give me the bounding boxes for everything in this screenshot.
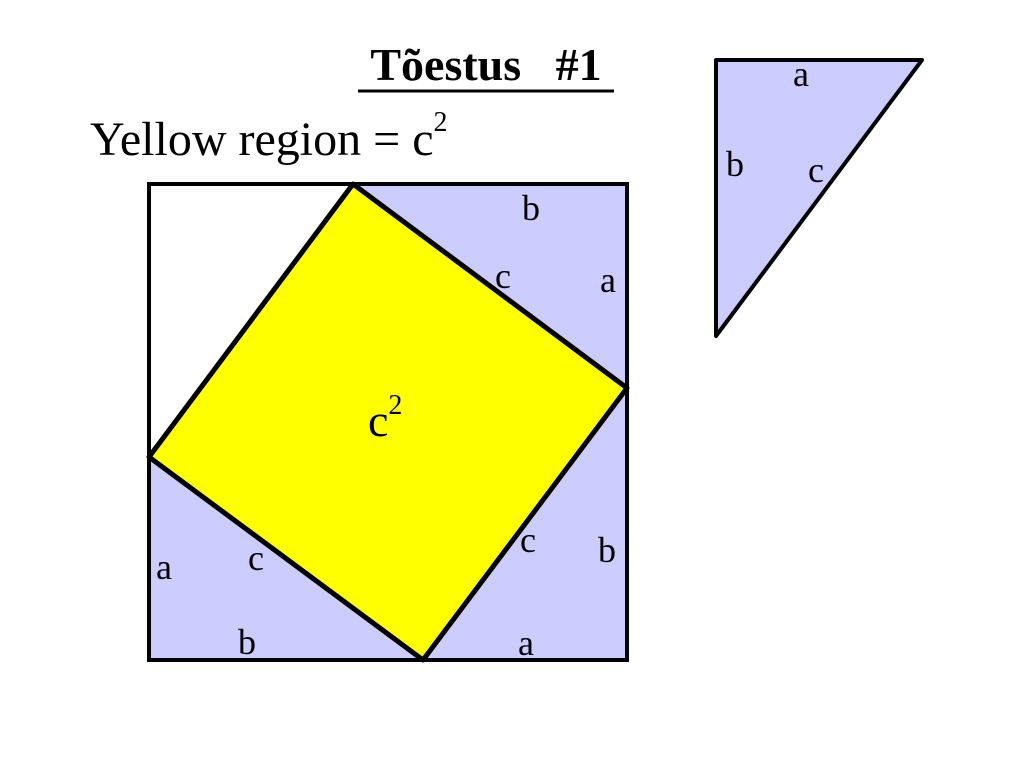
slide-title: Tõestus #1 <box>370 39 601 90</box>
ref-label-left: b <box>726 144 744 184</box>
center-label-base: c <box>368 395 388 446</box>
caption-text: Yellow region = c <box>90 113 434 166</box>
br-label-bottom: a <box>518 623 534 663</box>
bl-label-left: a <box>156 547 172 587</box>
bl-label-bottom: b <box>238 622 256 662</box>
tr-label-top: b <box>522 188 540 228</box>
tr-label-right: a <box>600 260 616 300</box>
caption: Yellow region = c2 <box>90 107 448 166</box>
bl-label-hyp: c <box>248 538 264 578</box>
caption-exponent: 2 <box>434 107 448 138</box>
ref-label-hyp: c <box>808 150 824 190</box>
center-label-exponent: 2 <box>388 390 402 421</box>
outer-square-outline <box>147 182 629 662</box>
br-label-right: b <box>598 530 616 570</box>
reference-triangle <box>714 58 924 338</box>
center-label: c2 <box>368 390 402 446</box>
br-label-hyp: c <box>520 520 536 560</box>
tr-label-hyp: c <box>495 256 511 296</box>
ref-label-top: a <box>793 54 809 94</box>
